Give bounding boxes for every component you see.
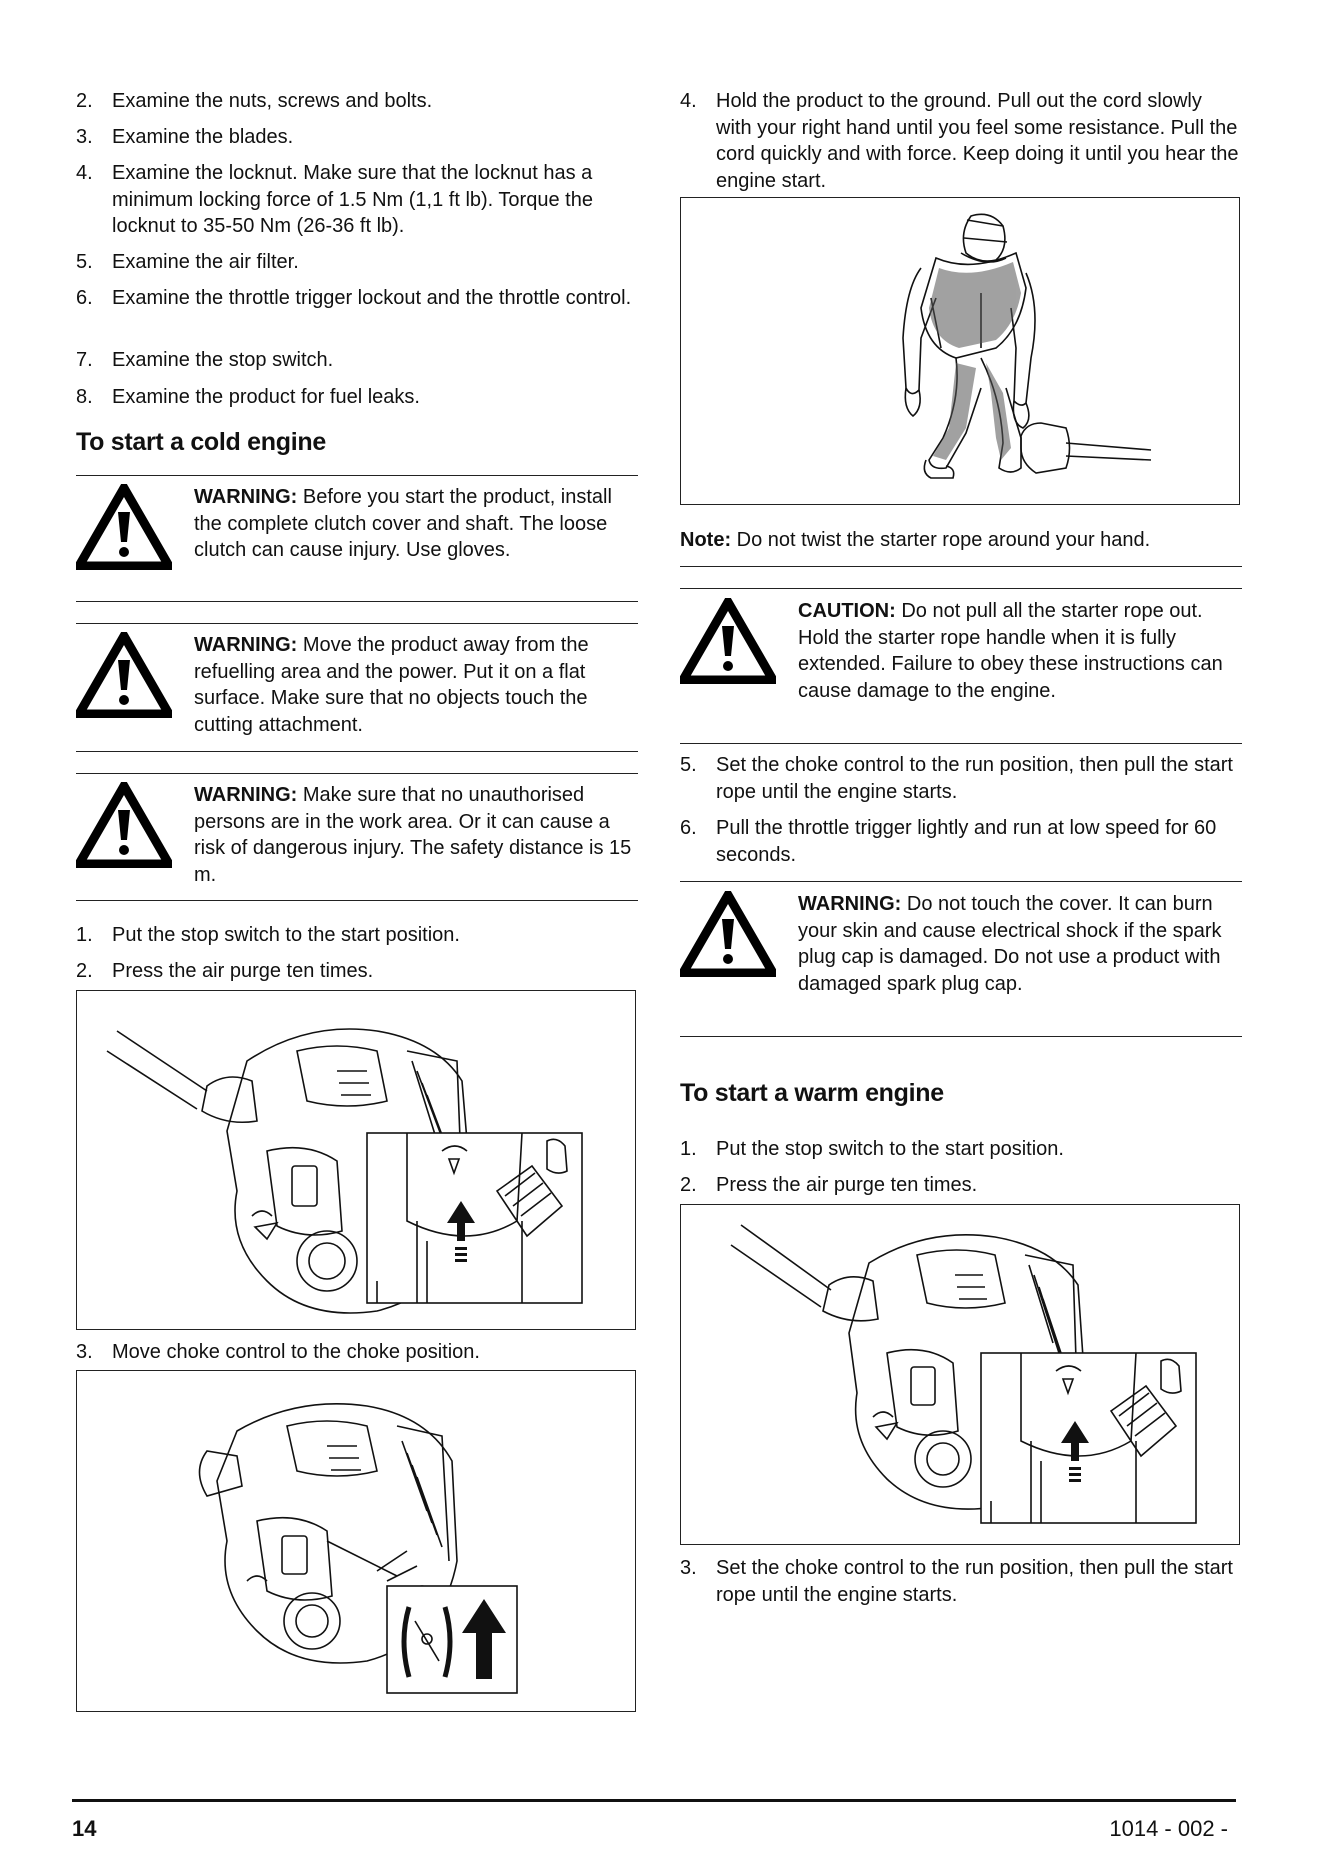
divider [680, 743, 1242, 744]
list-item: 7. Examine the stop switch. [76, 349, 334, 371]
engine-air-purge-illustration [730, 1224, 1197, 1524]
list-item: 8. Examine the product for fuel leaks. [76, 386, 420, 408]
caution-triangle-icon [680, 598, 776, 684]
warning-triangle-icon [76, 632, 172, 718]
list-item: 1. Put the stop switch to the start posi… [76, 924, 460, 946]
divider [76, 475, 638, 476]
list-item: 5. Examine the air filter. [76, 251, 299, 273]
figure-choke-position [76, 1370, 636, 1712]
list-item: 4. Examine the locknut. Make sure that t… [76, 162, 593, 237]
list-item: 2. Press the air purge ten times. [76, 960, 374, 982]
engine-air-purge-illustration [106, 1028, 583, 1314]
divider [76, 773, 638, 774]
divider [76, 601, 638, 602]
note: Note: Do not twist the starter rope arou… [680, 529, 1151, 551]
operator-illustration [902, 213, 1152, 479]
divider [76, 623, 638, 624]
section-heading-warm-engine: To start a warm engine [680, 1079, 944, 1107]
engine-choke-illustration [198, 1403, 518, 1694]
footer-divider [72, 1799, 1236, 1802]
figure-air-purge [76, 990, 636, 1330]
divider [680, 588, 1242, 589]
warning-triangle-icon [680, 891, 776, 977]
warning-triangle-icon [76, 782, 172, 868]
page-number: 14 [72, 1816, 97, 1841]
figure-warm-air-purge [680, 1204, 1240, 1545]
list-item: 5. Set the choke control to the run posi… [680, 754, 1233, 803]
list-item: 4. Hold the product to the ground. Pull … [680, 90, 1239, 192]
list-item: 2. Press the air purge ten times. [680, 1174, 978, 1196]
document-id: 1014 - 002 - [1109, 1816, 1228, 1841]
divider [76, 900, 638, 901]
list-item: 2. Examine the nuts, screws and bolts. [76, 90, 433, 112]
list-item: 1. Put the stop switch to the start posi… [680, 1138, 1064, 1160]
warning-triangle-icon [76, 484, 172, 570]
list-item: 3. Examine the blades. [76, 126, 294, 148]
list-item: 6. Examine the throttle trigger lockout … [76, 287, 632, 309]
divider [680, 566, 1242, 567]
divider [76, 751, 638, 752]
divider [680, 1036, 1242, 1037]
figure-operator-pull-cord [680, 197, 1240, 505]
divider [680, 881, 1242, 882]
section-heading-cold-engine: To start a cold engine [76, 428, 326, 456]
list-item: 3. Set the choke control to the run posi… [680, 1557, 1233, 1606]
list-item: 3. Move choke control to the choke posit… [76, 1341, 480, 1363]
list-item: 6. Pull the throttle trigger lightly and… [680, 817, 1217, 866]
